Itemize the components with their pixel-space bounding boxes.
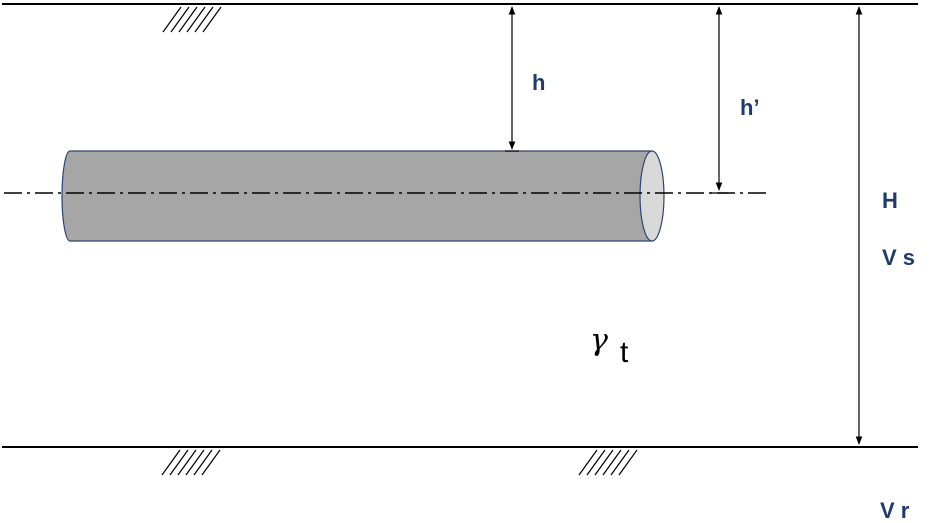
pipe-body <box>61 150 653 242</box>
label-H: H <box>882 188 898 213</box>
label-h-prime: h’ <box>740 95 760 120</box>
label-gamma-symbol: γ <box>590 323 608 358</box>
bottom-ground-hatch-right <box>578 449 638 476</box>
label-Vr: V r <box>880 498 910 523</box>
top-ground-hatch <box>162 6 222 33</box>
label-h: h <box>532 70 545 95</box>
pipe-end-face <box>639 150 665 242</box>
label-gamma-subscript: t <box>620 336 629 369</box>
pipe-cylinder <box>61 150 665 242</box>
bottom-ground-hatch-left <box>161 449 221 476</box>
label-Vs: V s <box>882 245 915 270</box>
